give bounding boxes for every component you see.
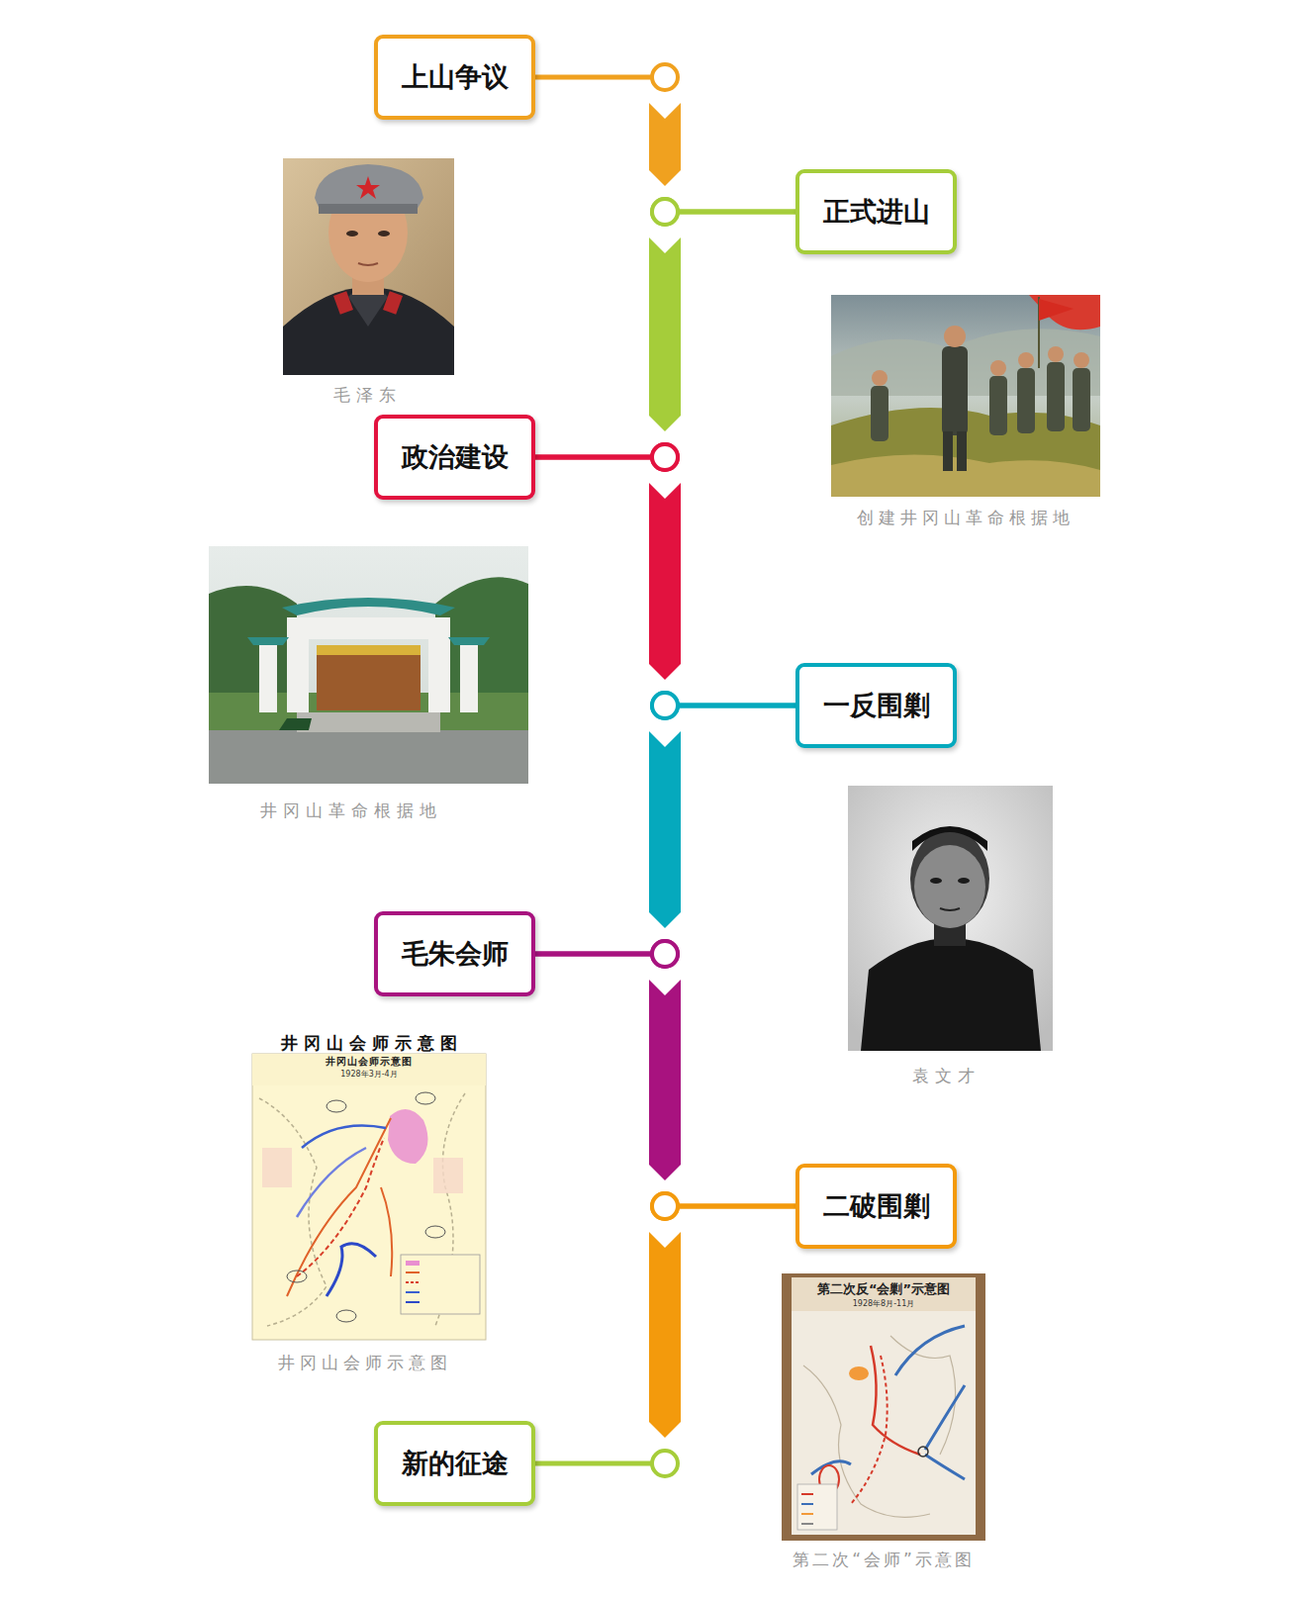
event-title: 上山争议: [401, 61, 509, 94]
timeline-dot: [652, 444, 678, 470]
gate-photo: [208, 546, 529, 784]
chevron-band: [649, 482, 681, 680]
caption: 袁文才: [912, 1065, 981, 1086]
chevron-band: [649, 1231, 681, 1438]
caption: 井冈山革命根据地: [260, 800, 443, 821]
timeline-dot: [652, 198, 678, 225]
painting: [831, 294, 1101, 497]
stem-line: [664, 1204, 796, 1210]
caption: 1928年8月-11月: [852, 1299, 916, 1309]
timeline-segment: [535, 692, 796, 967]
timeline-segment: [535, 940, 796, 1219]
timeline-dot: [652, 64, 678, 91]
timeline-segment: [535, 444, 796, 719]
portrait-photo: [847, 785, 1053, 1051]
timeline-dot: [652, 1193, 678, 1219]
timeline-segment: [535, 64, 796, 225]
caption: 第二次反“会剿”示意图: [817, 1281, 950, 1298]
chevron-band: [649, 237, 681, 432]
event-title: 正式进山: [823, 195, 931, 228]
caption: 井冈山会师示意图: [278, 1352, 453, 1373]
stem-line: [535, 1461, 665, 1467]
stem-line: [535, 951, 665, 957]
portrait-photo: [282, 158, 455, 375]
stem-line: [535, 455, 665, 461]
event-box: 新的征途: [374, 1420, 536, 1506]
timeline-segment: [535, 198, 796, 470]
event-title: 一反围剿: [823, 689, 931, 722]
caption: 创建井冈山革命根据地: [856, 507, 1075, 528]
event-box: 政治建设: [374, 414, 536, 500]
timeline-dot: [652, 692, 678, 719]
timeline-dot: [652, 1450, 678, 1477]
stem-line: [535, 455, 665, 461]
caption: 1928年3月-4月: [340, 1069, 397, 1080]
event-box: 一反围剿: [795, 662, 957, 748]
event-box: 二破围剿: [795, 1163, 957, 1249]
stem-line: [664, 209, 796, 215]
event-box: 毛朱会师: [374, 911, 536, 997]
timeline-dot: [652, 940, 678, 967]
stem-line: [535, 75, 665, 81]
stem-line: [664, 703, 796, 709]
event-title: 毛朱会师: [401, 937, 509, 970]
stem-line: [664, 1204, 796, 1210]
timeline-dot: [652, 940, 678, 967]
caption: 毛泽东: [333, 384, 402, 405]
event-title: 新的征途: [401, 1447, 509, 1480]
caption: 井 冈 山 会 师 示 意 图: [280, 1032, 457, 1053]
caption: 第二次“会师”示意图: [792, 1549, 975, 1570]
timeline-dot: [652, 198, 678, 225]
stem-line: [664, 703, 796, 709]
chevron-band: [649, 102, 681, 187]
event-title: 政治建设: [401, 441, 509, 473]
timeline-segment: [535, 1193, 796, 1477]
timeline-dot: [652, 692, 678, 719]
map-image: [781, 1273, 986, 1541]
chevron-band: [649, 979, 681, 1181]
map-image: [252, 1053, 486, 1340]
stem-line: [664, 209, 796, 215]
stem-line: [535, 951, 665, 957]
event-box: 正式进山: [795, 169, 957, 255]
timeline-dot: [652, 1193, 678, 1219]
chevron-band: [649, 731, 681, 929]
event-box: 上山争议: [374, 34, 536, 120]
caption: 井冈山会师示意图: [325, 1055, 413, 1068]
timeline-dot: [652, 444, 678, 470]
event-title: 二破围剿: [823, 1190, 931, 1222]
